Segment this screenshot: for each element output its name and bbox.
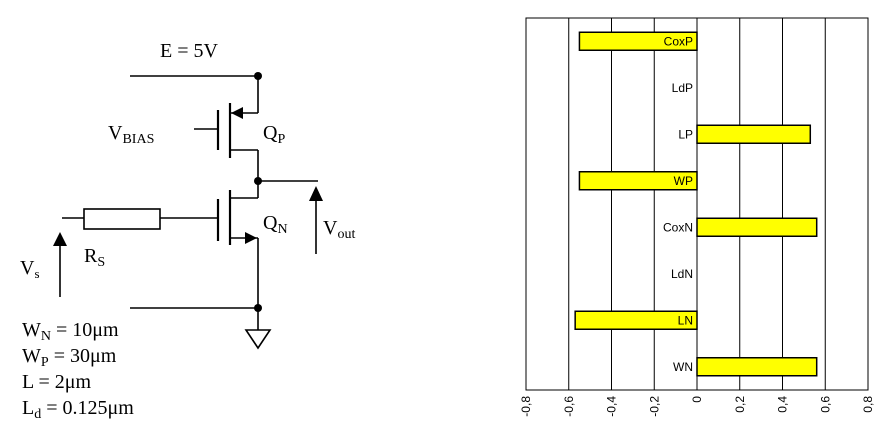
supply-label: E = 5V: [160, 40, 218, 62]
bar: [578, 31, 698, 51]
bar: [696, 124, 812, 144]
category-label: LdP: [672, 81, 693, 95]
chart-category-labels: CoxP LdP LP WP CoxN LdN LN WN: [663, 34, 693, 374]
x-tick-label: 0,6: [818, 396, 832, 413]
x-tick-label: -0,4: [605, 396, 619, 417]
x-tick-label: -0,6: [562, 396, 576, 417]
x-tick-label: 0,4: [776, 396, 790, 413]
cmos-inverter-schematic: E = 5V VBIAS QP QN: [20, 40, 355, 422]
x-tick-label: 0: [690, 396, 704, 403]
chart-gridlines: [568, 18, 826, 390]
vbias-label: VBIAS: [108, 122, 154, 147]
x-tick-label: -0,2: [647, 396, 661, 417]
x-tick-label: 0,2: [733, 396, 747, 413]
vs-arrow-head: [53, 232, 67, 246]
category-label: LP: [678, 127, 693, 141]
param-wp: WP = 30μm: [22, 345, 117, 370]
pmos-transistor-qp: [194, 76, 259, 181]
bar: [578, 171, 698, 191]
param-ld: Ld = 0.125μm: [22, 397, 134, 422]
device-parameters: WN = 10μm WP = 30μm L = 2μm Ld = 0.125μm: [22, 319, 134, 422]
vout-label: Vout: [323, 217, 355, 242]
category-label: WP: [674, 174, 693, 188]
x-tick-label: 0,8: [861, 396, 875, 413]
sensitivity-bar-chart: CoxP LdP LP WP CoxN LdN LN WN -0,8 -0,6 -0,4 -0,2 0…: [519, 17, 875, 417]
param-l: L = 2μm: [22, 371, 91, 393]
qp-label: QP: [263, 122, 285, 147]
bar: [574, 310, 698, 330]
nmos-transistor-qn: [160, 181, 259, 308]
vout-arrow-head: [309, 186, 323, 201]
vs-label: Vs: [20, 257, 40, 281]
category-label: CoxP: [664, 34, 693, 48]
qn-label: QN: [263, 212, 288, 237]
resistor-rs: [83, 208, 161, 230]
nmos-source-arrow: [245, 232, 257, 244]
param-wn: WN = 10μm: [22, 319, 119, 344]
rs-label: RS: [84, 245, 105, 270]
chart-bars: [574, 31, 818, 377]
x-tick-label: -0,8: [519, 396, 533, 417]
category-label: LN: [678, 313, 693, 327]
category-label: WN: [673, 360, 693, 374]
category-label: LdN: [671, 267, 693, 281]
bar: [696, 357, 818, 377]
ground-symbol: [244, 329, 272, 350]
pmos-source-arrow: [231, 107, 243, 119]
chart-x-tick-labels: -0,8 -0,6 -0,4 -0,2 0 0,2 0,4 0,6 0,8: [519, 396, 875, 417]
bar: [696, 217, 818, 237]
category-label: CoxN: [663, 220, 693, 234]
